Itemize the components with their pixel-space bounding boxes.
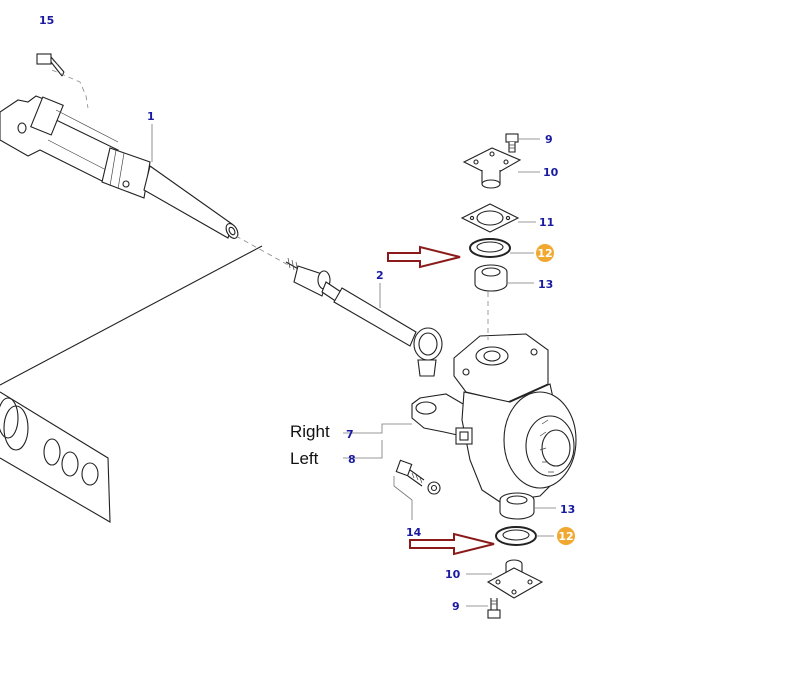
- leader-7-8: [343, 423, 412, 459]
- callout-13-top: 13: [538, 278, 553, 291]
- callout-13-bottom: 13: [560, 503, 575, 516]
- callout-12-bottom-badge: [557, 527, 575, 545]
- callout-9-bottom: 9: [452, 600, 460, 613]
- highlight-arrow-bottom: [409, 532, 495, 556]
- callout-12-bottom: 12: [558, 530, 573, 543]
- callout-10-top: 10: [543, 166, 559, 179]
- label-left: Left: [290, 449, 319, 468]
- callout-15: 15: [39, 14, 54, 27]
- part-12-seal-top[interactable]: [469, 238, 511, 258]
- part-13-bearing-bottom[interactable]: [499, 492, 535, 520]
- callout-14: 14: [406, 526, 422, 539]
- part-7-8-steering-knuckle[interactable]: [411, 333, 577, 503]
- part-10-cap-bottom[interactable]: [486, 559, 544, 599]
- callout-12-top: 12: [537, 247, 552, 260]
- part-11-shim[interactable]: [460, 203, 520, 233]
- callout-1: 1: [147, 110, 155, 123]
- part-9-bolt-top[interactable]: [505, 133, 519, 153]
- part-9-bolt-bottom[interactable]: [487, 598, 501, 619]
- part-12-seal-bottom[interactable]: [495, 526, 537, 546]
- callout-12-top-badge: [536, 244, 554, 262]
- seal-kit-panel: [0, 245, 263, 523]
- part-13-bearing-top[interactable]: [474, 264, 508, 292]
- callout-11: 11: [539, 216, 554, 229]
- axis-line: [235, 235, 291, 267]
- part-14-bolt-nut[interactable]: [395, 459, 441, 495]
- part-15-bolt[interactable]: [36, 53, 65, 77]
- part-10-cap-top[interactable]: [462, 147, 522, 189]
- part-2-tie-rod[interactable]: [285, 257, 443, 377]
- part-1-steering-cylinder[interactable]: [0, 95, 240, 240]
- callout-8: 8: [348, 453, 356, 466]
- callout-7: 7: [346, 428, 354, 441]
- callout-9-top: 9: [545, 133, 553, 146]
- leader-14: [393, 476, 413, 520]
- label-right: Right: [290, 422, 330, 441]
- highlight-arrow-top: [387, 245, 461, 269]
- callout-2: 2: [376, 269, 384, 282]
- leader-15: [51, 69, 89, 109]
- callout-10-bottom: 10: [445, 568, 461, 581]
